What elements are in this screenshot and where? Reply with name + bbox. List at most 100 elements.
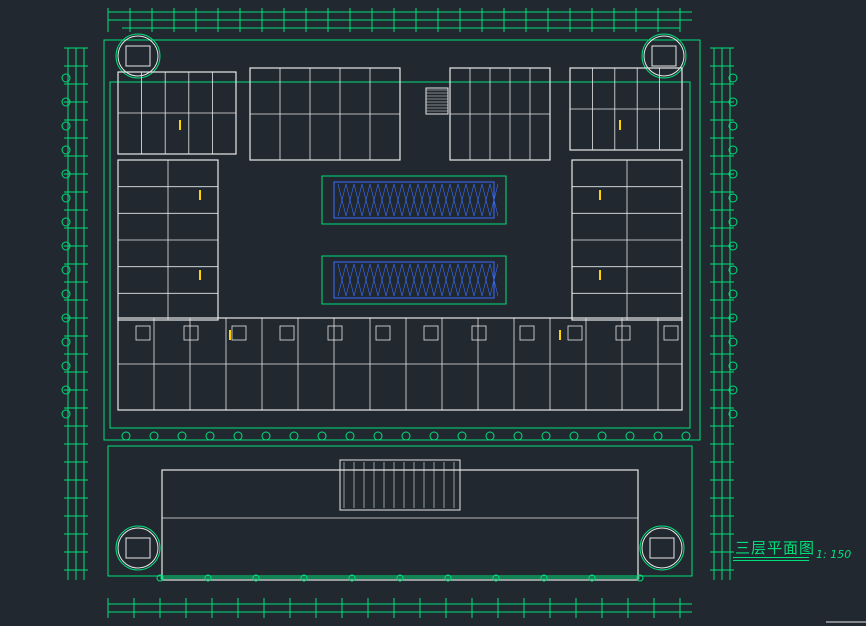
axis-bubble-bottom bbox=[373, 431, 383, 441]
hatch-stroke bbox=[353, 263, 363, 297]
podium-axis-marker bbox=[348, 574, 356, 582]
axis-bubble-left bbox=[61, 337, 71, 347]
hatch-stroke bbox=[393, 263, 403, 297]
corner-stair bbox=[651, 45, 677, 67]
hatch-stroke bbox=[433, 183, 443, 217]
axis-bubble-left bbox=[61, 217, 71, 227]
axis-bubble-bottom bbox=[345, 431, 355, 441]
hatch-stroke bbox=[489, 263, 499, 297]
hatch-stroke bbox=[457, 263, 467, 297]
axis-bubble-left bbox=[61, 121, 71, 131]
hatch-stroke bbox=[401, 263, 411, 297]
podium-axis-marker bbox=[156, 574, 164, 582]
hatch-stroke bbox=[473, 263, 483, 297]
axis-bubble-bottom bbox=[177, 431, 187, 441]
unit-stair bbox=[279, 325, 295, 341]
axis-bubble-bottom bbox=[429, 431, 439, 441]
hatch-stroke bbox=[481, 263, 491, 297]
axis-bubble-right bbox=[728, 121, 738, 131]
hatch-stroke bbox=[337, 183, 347, 217]
podium-hall bbox=[161, 469, 639, 581]
hatch-stroke bbox=[369, 183, 379, 217]
hatch-stroke bbox=[449, 263, 459, 297]
hatch-stroke bbox=[465, 263, 475, 297]
podium-axis-marker bbox=[204, 574, 212, 582]
axis-bubble-right bbox=[728, 193, 738, 203]
unit-stair bbox=[135, 325, 151, 341]
hatch-stroke bbox=[361, 263, 371, 297]
unit-stair bbox=[471, 325, 487, 341]
corner-stair bbox=[125, 45, 151, 67]
hatch-stroke bbox=[425, 183, 435, 217]
hatch-stroke bbox=[433, 263, 443, 297]
corner-tower-outline bbox=[115, 33, 161, 79]
hatch-stroke bbox=[369, 263, 379, 297]
podium-axis-marker bbox=[396, 574, 404, 582]
axis-bubble-bottom bbox=[317, 431, 327, 441]
corner-stair bbox=[649, 537, 675, 559]
hatch-stroke bbox=[425, 263, 435, 297]
axis-bubble-left bbox=[61, 241, 71, 251]
axis-bubble-left bbox=[61, 265, 71, 275]
central-stair bbox=[425, 87, 449, 115]
drawing-scale: 1: 150 bbox=[816, 548, 852, 561]
hatch-stroke bbox=[449, 183, 459, 217]
axis-bubble-left bbox=[61, 361, 71, 371]
unit-stair bbox=[519, 325, 535, 341]
hatch-stroke bbox=[393, 183, 403, 217]
corner-tower bbox=[641, 527, 683, 569]
axis-bubble-bottom bbox=[597, 431, 607, 441]
corner-tower bbox=[643, 35, 685, 77]
axis-bubble-left bbox=[61, 313, 71, 323]
unit-stair bbox=[663, 325, 679, 341]
axis-bubble-bottom bbox=[261, 431, 271, 441]
axis-bubble-right bbox=[728, 385, 738, 395]
axis-bubble-left bbox=[61, 169, 71, 179]
hatch-frame-lower bbox=[321, 255, 507, 305]
podium-axis-marker bbox=[540, 574, 548, 582]
axis-bubble-left bbox=[61, 73, 71, 83]
corner-stair bbox=[125, 537, 151, 559]
corner-tower-outline bbox=[115, 525, 161, 571]
axis-bubble-right bbox=[728, 97, 738, 107]
axis-bubble-bottom bbox=[485, 431, 495, 441]
axis-bubble-bottom bbox=[625, 431, 635, 441]
unit-stair bbox=[423, 325, 439, 341]
hatch-stroke bbox=[481, 183, 491, 217]
axis-bubble-bottom bbox=[205, 431, 215, 441]
axis-bubble-bottom bbox=[457, 431, 467, 441]
unit-stair bbox=[183, 325, 199, 341]
axis-bubble-bottom bbox=[289, 431, 299, 441]
axis-bubble-right bbox=[728, 73, 738, 83]
axis-bubble-right bbox=[728, 361, 738, 371]
site-boundary bbox=[103, 39, 701, 441]
hatch-stroke bbox=[489, 183, 499, 217]
axis-bubble-right bbox=[728, 145, 738, 155]
axis-bubble-right bbox=[728, 409, 738, 419]
hatch-stroke bbox=[441, 263, 451, 297]
hatch-stroke bbox=[417, 263, 427, 297]
unit-stair bbox=[327, 325, 343, 341]
axis-bubble-left bbox=[61, 409, 71, 419]
axis-bubble-right bbox=[728, 169, 738, 179]
axis-bubble-bottom bbox=[233, 431, 243, 441]
axis-bubble-bottom bbox=[569, 431, 579, 441]
title-underline-second bbox=[733, 560, 809, 561]
axis-bubble-bottom bbox=[653, 431, 663, 441]
axis-bubble-bottom bbox=[149, 431, 159, 441]
axis-bubble-bottom bbox=[513, 431, 523, 441]
axis-bubble-right bbox=[728, 217, 738, 227]
podium-axis-marker bbox=[636, 574, 644, 582]
hatch-stroke bbox=[353, 183, 363, 217]
axis-bubble-right bbox=[728, 289, 738, 299]
hatch-stroke bbox=[417, 183, 427, 217]
axis-bubble-bottom bbox=[681, 431, 691, 441]
axis-bubble-left bbox=[61, 145, 71, 155]
axis-bubble-left bbox=[61, 193, 71, 203]
hatch-stroke bbox=[337, 263, 347, 297]
hatch-stroke bbox=[465, 183, 475, 217]
hatch-stroke bbox=[385, 263, 395, 297]
axis-bubble-bottom bbox=[401, 431, 411, 441]
unit-stair bbox=[231, 325, 247, 341]
